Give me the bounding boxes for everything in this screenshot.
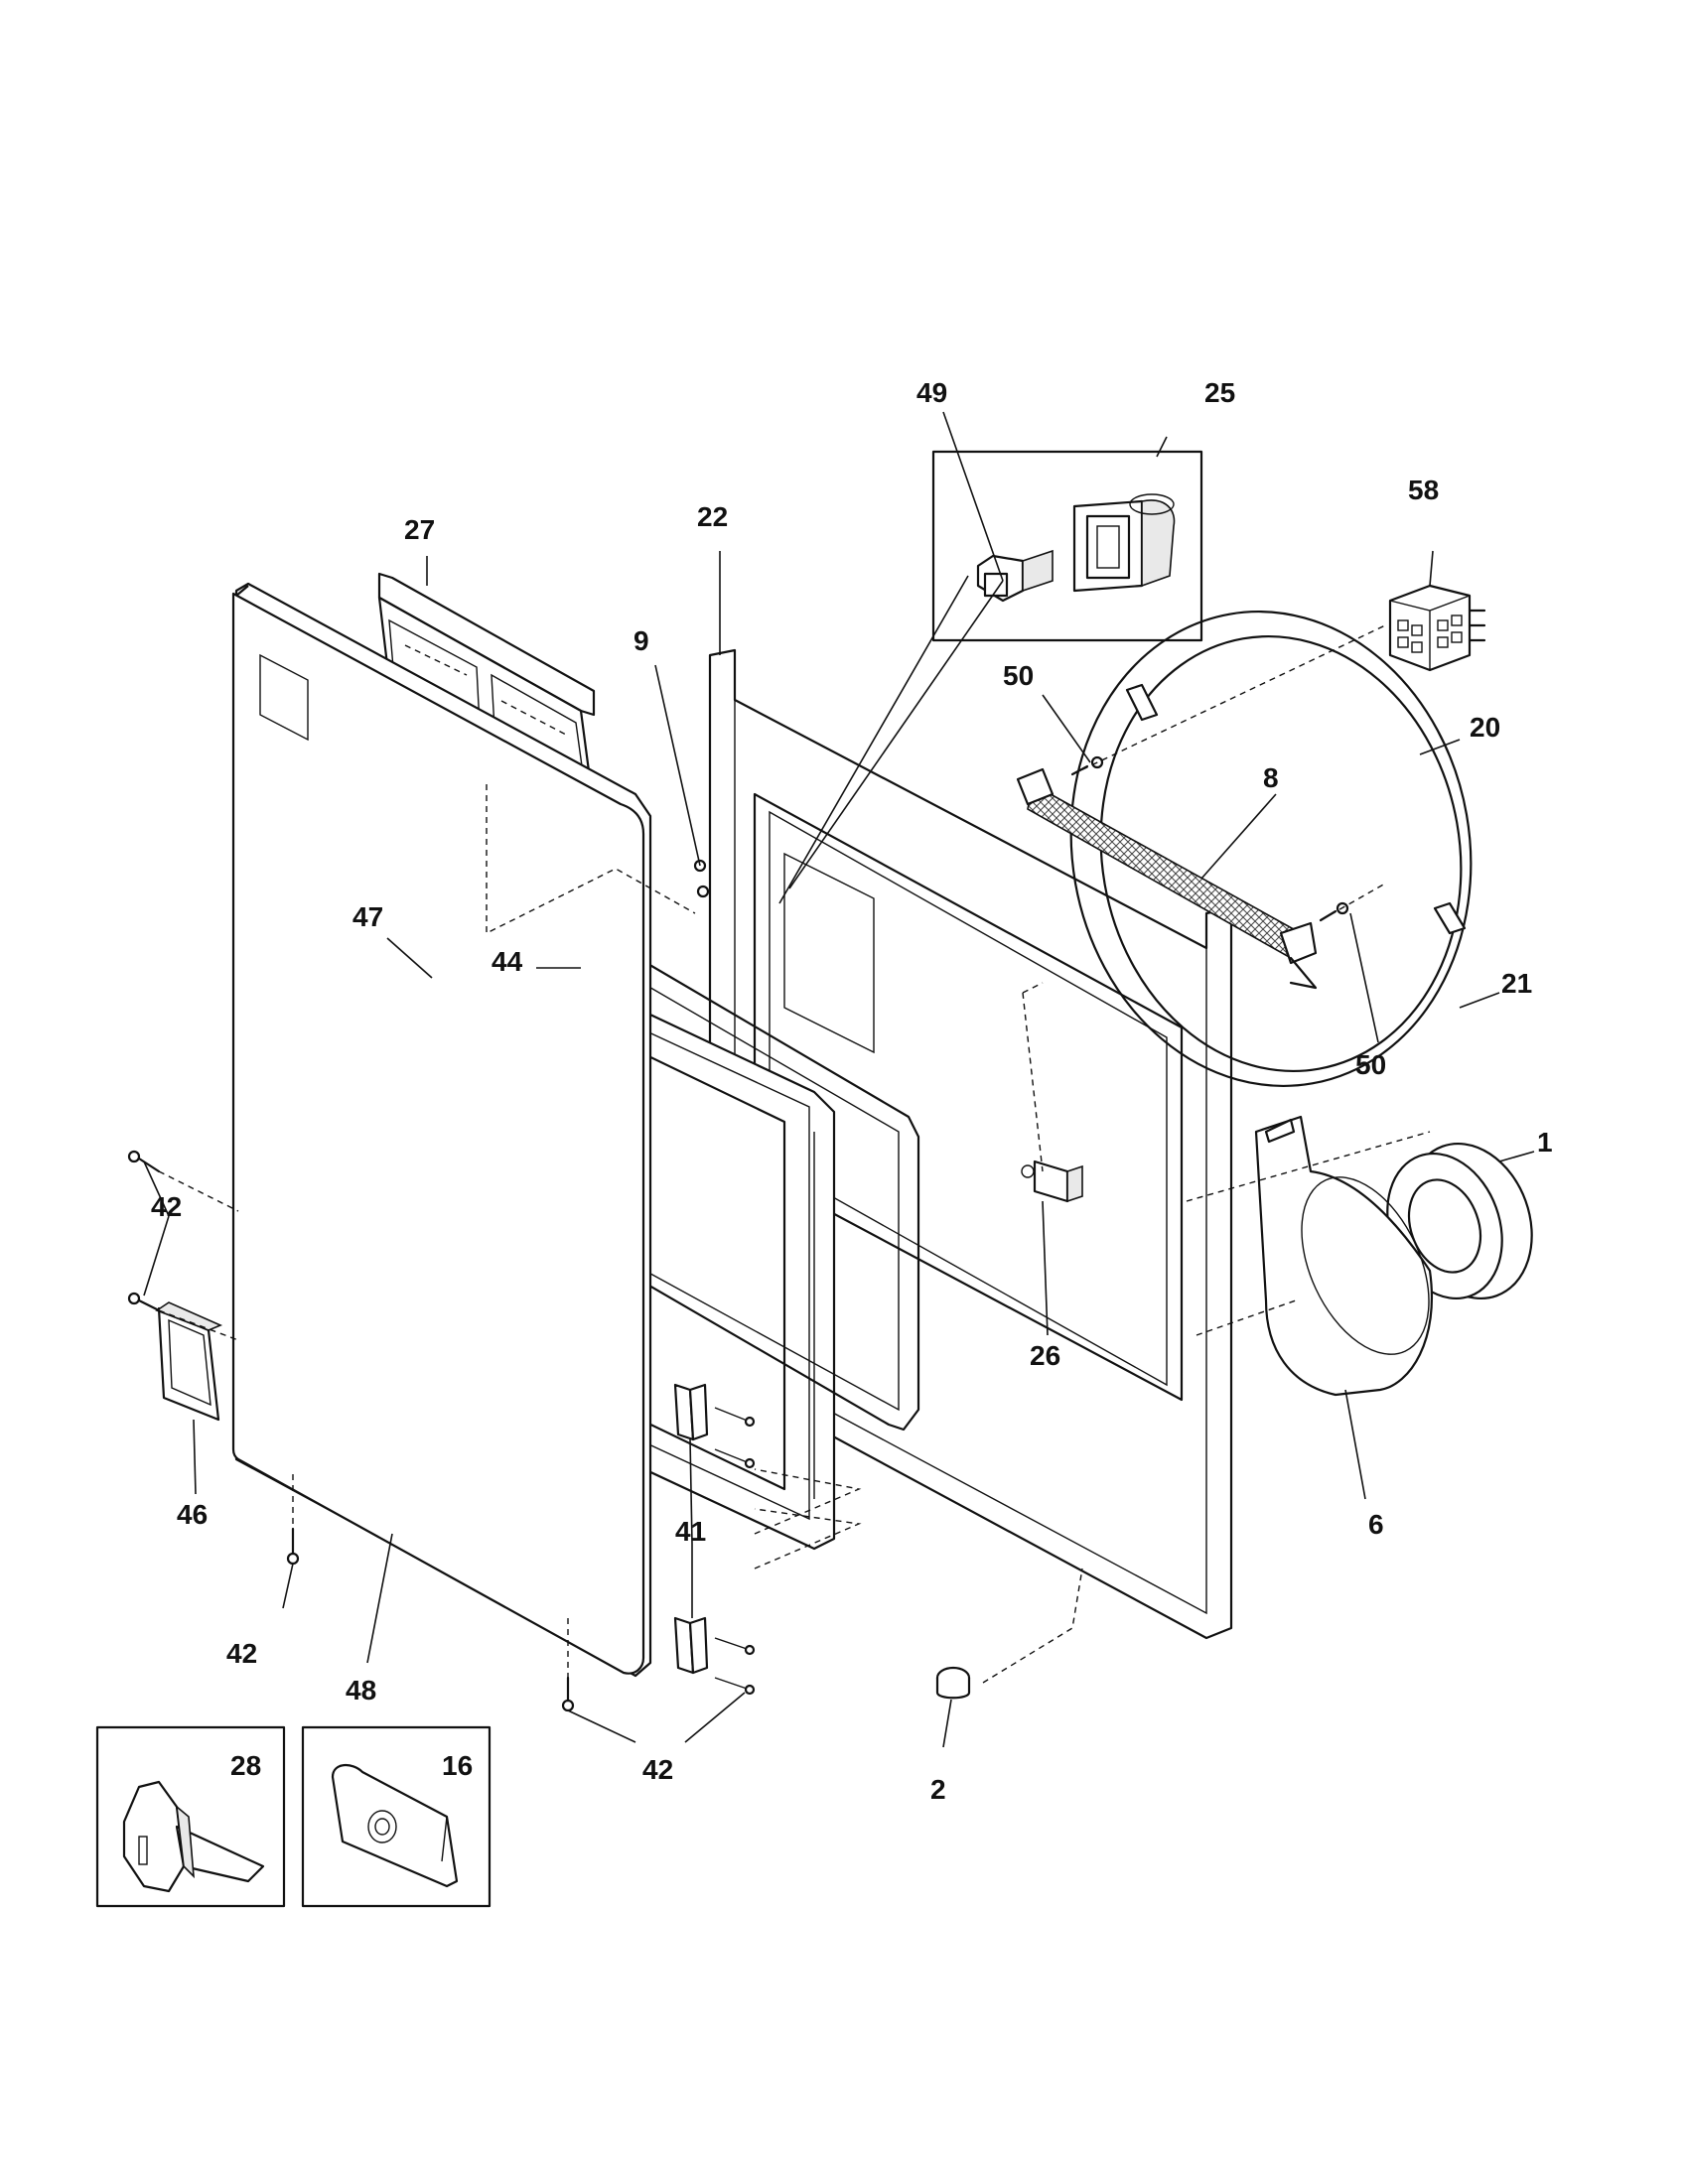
screw-42-top xyxy=(127,1150,161,1173)
callout-50-lower: 50 xyxy=(1355,1049,1386,1080)
callout-25: 25 xyxy=(1204,377,1235,408)
screw-42-bottom-left xyxy=(286,1527,300,1566)
callout-labels: 49 25 58 27 22 9 50 20 8 47 44 50 21 1 4… xyxy=(151,377,1553,1805)
screw-9b xyxy=(696,885,710,898)
callout-42-left: 42 xyxy=(226,1638,257,1669)
callout-6: 6 xyxy=(1368,1509,1384,1540)
callout-47: 47 xyxy=(352,901,383,932)
part-41-hinge-upper xyxy=(673,1383,751,1464)
callout-48: 48 xyxy=(346,1675,376,1706)
callout-2: 2 xyxy=(930,1774,946,1805)
inset-box-16 xyxy=(301,1725,492,1908)
part-8-lint-housing xyxy=(1016,767,1318,990)
inset-box-49-25 xyxy=(931,450,1203,642)
callout-16: 16 xyxy=(442,1750,473,1781)
callout-26: 26 xyxy=(1030,1340,1060,1371)
callout-21: 21 xyxy=(1501,968,1532,999)
part-46-handle xyxy=(155,1301,223,1422)
callout-22: 22 xyxy=(697,501,728,532)
part-2-foot xyxy=(935,1666,971,1700)
callout-9: 9 xyxy=(633,625,649,656)
screw-hinge-2 xyxy=(744,1457,756,1469)
part-22-front-panel xyxy=(708,648,1233,1640)
part-41-hinge-lower xyxy=(673,1616,751,1691)
screws xyxy=(127,755,1349,1712)
screw-42-bottom xyxy=(561,1676,575,1712)
part-6-exhaust-duct xyxy=(1254,1115,1434,1397)
callout-1: 1 xyxy=(1537,1127,1553,1158)
screw-42-mid xyxy=(127,1292,161,1312)
screw-hinge-1 xyxy=(744,1416,756,1428)
callout-8: 8 xyxy=(1263,762,1279,793)
part-20-drum-seal xyxy=(1069,611,1473,1087)
part-48-door-face xyxy=(231,592,645,1675)
part-25-switch xyxy=(1072,493,1176,593)
callout-50-upper: 50 xyxy=(1003,660,1034,691)
callout-20: 20 xyxy=(1470,712,1500,743)
callout-28: 28 xyxy=(230,1750,261,1781)
assembly-lines xyxy=(158,624,1431,1684)
callout-42-bottom: 42 xyxy=(642,1754,673,1785)
screw-hinge-3 xyxy=(744,1644,756,1656)
part-26-door-switch xyxy=(1021,1160,1083,1203)
callout-58: 58 xyxy=(1408,475,1439,505)
callout-46: 46 xyxy=(177,1499,208,1530)
callout-44: 44 xyxy=(492,946,523,977)
callout-42-upper: 42 xyxy=(151,1191,182,1222)
inset-box-28 xyxy=(95,1725,286,1908)
part-58-connector xyxy=(1388,584,1486,672)
callout-49: 49 xyxy=(916,377,947,408)
leader-lines xyxy=(143,411,1535,1748)
callout-27: 27 xyxy=(404,514,435,545)
part-49-latch xyxy=(976,549,1054,603)
callout-41: 41 xyxy=(675,1516,706,1547)
screw-hinge-4 xyxy=(744,1684,756,1696)
